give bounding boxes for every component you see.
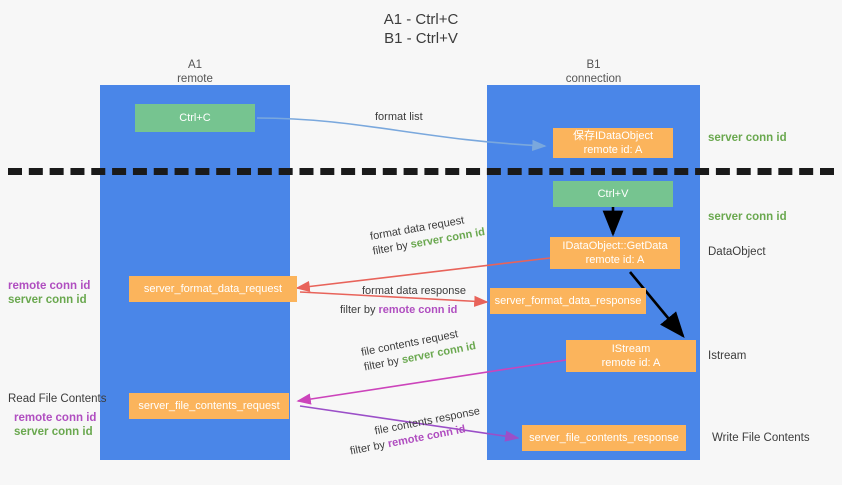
annotation-left-mid-server-conn-id: server conn id <box>8 294 87 306</box>
node-server-file-contents-response[interactable]: server_file_contents_response <box>522 425 686 451</box>
annotation-left-bottom-remote-conn-id: remote conn id <box>14 412 97 424</box>
node-ctrl-v[interactable]: Ctrl+V <box>553 181 673 207</box>
edge-label-format-list: format list <box>375 110 423 125</box>
edge-label-format-data-response: format data response filter by remote co… <box>340 284 466 318</box>
edge-label-file-contents-response: file contents response filter by remote … <box>346 404 484 459</box>
lane-header-a1: A1 remote <box>100 58 290 86</box>
node-ctrl-c[interactable]: Ctrl+C <box>135 104 255 132</box>
node-idataobject-getdata-line1: IDataObject::GetData <box>562 240 668 252</box>
node-server-file-contents-request-label: server_file_contents_request <box>138 400 280 412</box>
annotation-left-mid-remote-conn-id: remote conn id <box>8 280 91 292</box>
node-server-format-data-request[interactable]: server_format_data_request <box>129 276 297 302</box>
lane-b1-role: connection <box>565 73 622 85</box>
node-save-idataobject-line1: 保存IDataObject <box>572 130 654 142</box>
edge-label-format-data-response-filter-key: remote conn id <box>378 304 458 316</box>
edge-label-format-data-response-text: format data response <box>362 285 466 297</box>
node-ctrl-v-label: Ctrl+V <box>597 188 629 200</box>
phase-divider <box>8 168 834 175</box>
node-save-idataobject[interactable]: 保存IDataObject remote id: A <box>553 128 673 158</box>
node-server-format-data-request-label: server_format_data_request <box>143 283 283 295</box>
annotation-read-file-contents: Read File Contents <box>8 393 107 405</box>
annotation-write-file-contents: Write File Contents <box>712 432 810 444</box>
node-server-file-contents-response-label: server_file_contents_response <box>529 432 679 444</box>
edge-label-format-data-request: format data request filter by server con… <box>369 210 486 259</box>
node-istream-line1: IStream <box>611 343 651 355</box>
node-save-idataobject-line2: remote id: A <box>583 144 643 156</box>
node-ctrl-c-label: Ctrl+C <box>179 112 211 124</box>
lane-b1-name: B1 <box>586 59 601 71</box>
node-server-format-data-response[interactable]: server_format_data_response <box>490 288 646 314</box>
annotation-istream: Istream <box>708 350 747 362</box>
edge-label-format-list-text: format list <box>375 111 423 123</box>
node-idataobject-getdata[interactable]: IDataObject::GetData remote id: A <box>550 237 680 269</box>
edge-label-file-contents-request: file contents request filter by server c… <box>360 324 477 375</box>
lane-header-b1: B1 connection <box>487 58 700 86</box>
edge-label-format-data-response-filter-prefix: filter by <box>340 304 379 316</box>
node-istream-line2: remote id: A <box>601 357 661 369</box>
node-istream[interactable]: IStream remote id: A <box>566 340 696 372</box>
node-idataobject-getdata-line2: remote id: A <box>585 254 645 266</box>
lane-a1-role: remote <box>177 73 213 85</box>
title-line-1: A1 - Ctrl+C <box>383 11 459 28</box>
annotation-left-bottom-server-conn-id: server conn id <box>14 426 93 438</box>
annotation-server-conn-id-top: server conn id <box>708 132 787 144</box>
annotation-server-conn-id-mid: server conn id <box>708 211 787 223</box>
annotation-dataobject: DataObject <box>708 246 766 258</box>
edge-label-file-contents-response-filter-prefix: filter by <box>349 438 390 458</box>
node-server-file-contents-request[interactable]: server_file_contents_request <box>129 393 289 419</box>
lane-a1-name: A1 <box>187 59 203 71</box>
title-line-2: B1 - Ctrl+V <box>384 30 458 47</box>
diagram-title: A1 - Ctrl+C B1 - Ctrl+V <box>0 10 842 48</box>
node-server-format-data-response-label: server_format_data_response <box>494 295 642 307</box>
